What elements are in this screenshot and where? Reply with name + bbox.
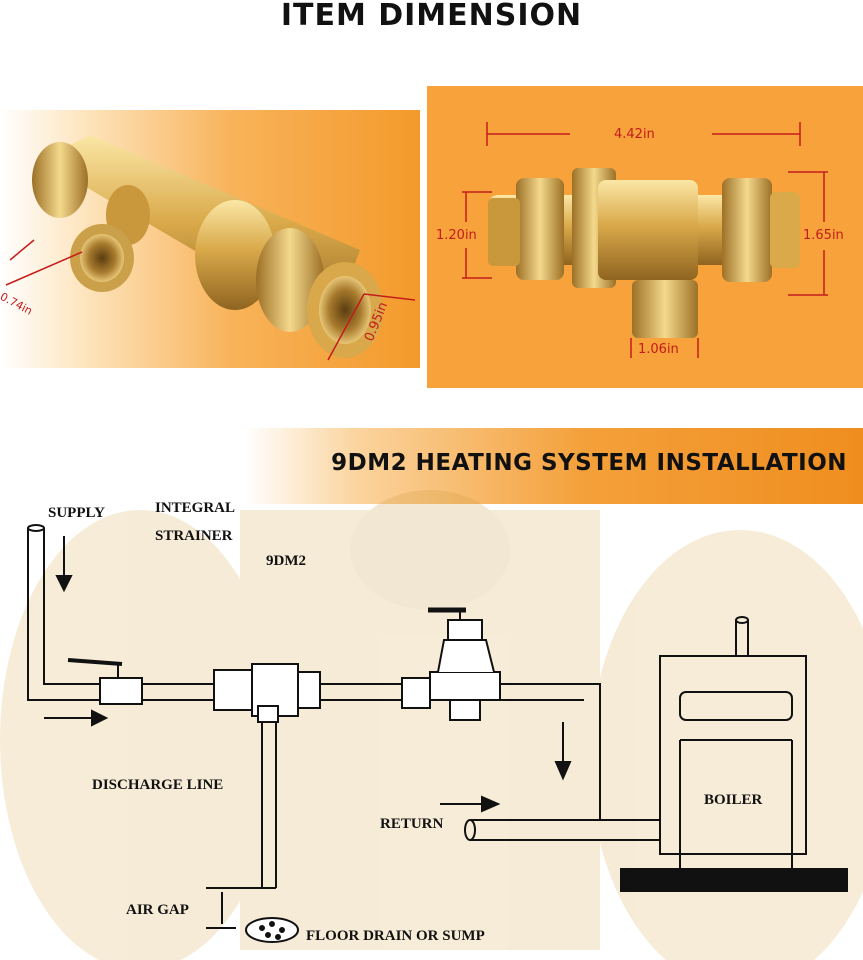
9dm2-label: 9DM2 [266,553,306,569]
background-valve-watermark [0,490,863,960]
discharge-line-label: DISCHARGE LINE [92,777,224,793]
inlet-dimension-line [5,239,83,286]
right-height-label: 1.65in [803,228,844,243]
overall-length-label: 4.42in [614,127,655,142]
integral-label: INTEGRAL [155,500,236,516]
page-title: ITEM DIMENSION [280,0,583,33]
flow-arrows [44,536,572,813]
piping [27,524,807,929]
9dm2-valve-icon [213,663,321,723]
boiler-label: BOILER [704,792,763,808]
strainer-label: STRAINER [155,528,233,544]
floor-drain-icon [245,917,299,943]
installation-banner [245,428,863,504]
valve-photo-angled [32,135,383,358]
return-label: RETURN [380,816,444,832]
pressure-reducing-valve-icon [401,607,501,721]
installation-title: 9DM2 HEATING SYSTEM INSTALLATION [331,450,847,476]
outlet-dimension-line [327,293,416,361]
air-gap-label: AIR GAP [126,902,189,918]
vent-width-label: 1.06in [638,342,679,357]
right-dimension-lines [462,122,828,358]
boiler-base [620,868,848,892]
supply-label: SUPPLY [48,505,105,521]
ball-valve-icon [67,658,143,705]
left-height-label: 1.20in [436,228,477,243]
valve-photo-side [488,168,800,338]
floor-drain-label: FLOOR DRAIN OR SUMP [306,928,485,944]
